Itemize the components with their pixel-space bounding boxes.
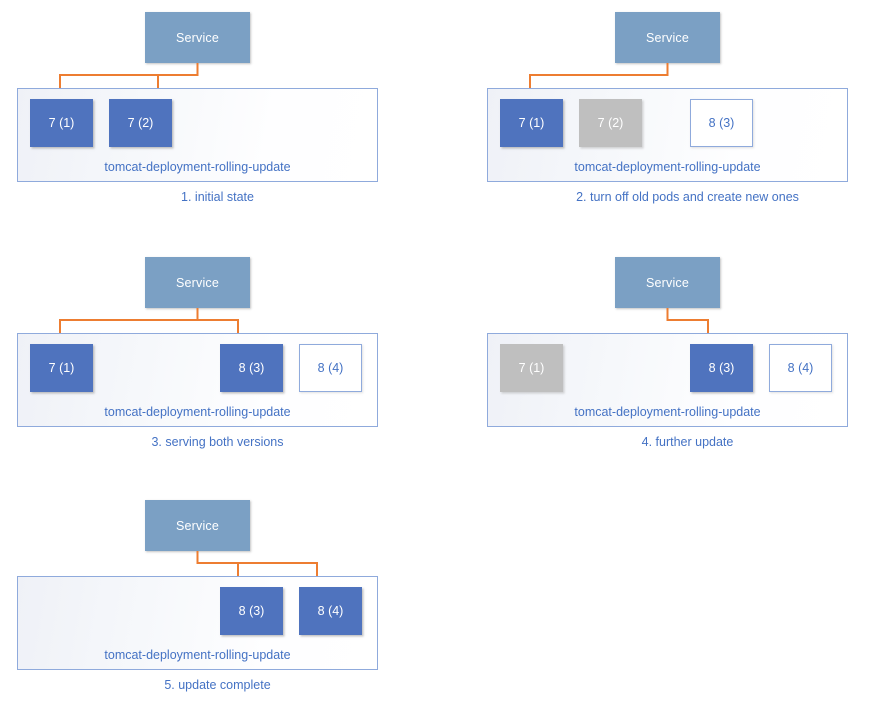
pod-label: 7 (2) bbox=[597, 116, 624, 130]
pod-box[interactable]: 8 (4) bbox=[299, 344, 362, 392]
pod-label: 7 (1) bbox=[48, 116, 75, 130]
pod-row: 7 (1) 7 (2) bbox=[30, 99, 367, 149]
panel-update-complete: Service 8 (3) 8 (4) tomcat-deployment-ro… bbox=[0, 488, 435, 721]
pod-box[interactable]: 7 (1) bbox=[30, 99, 93, 147]
pod-row: 7 (1) 7 (2) 8 (3) bbox=[500, 99, 837, 149]
pod-label: 7 (1) bbox=[518, 116, 545, 130]
pod-label: 8 (3) bbox=[238, 361, 265, 375]
pod-label: 7 (1) bbox=[48, 361, 75, 375]
pod-label: 7 (1) bbox=[518, 361, 545, 375]
pod-row: 8 (3) 8 (4) bbox=[30, 587, 367, 637]
pod-box[interactable]: 7 (1) bbox=[500, 344, 563, 392]
panel-turn-off-old-pods: Service 7 (1) 7 (2) 8 (3) tomcat-deploym… bbox=[470, 0, 870, 233]
panel-caption: 5. update complete bbox=[164, 678, 271, 692]
pod-label: 7 (2) bbox=[127, 116, 154, 130]
pod-label: 8 (3) bbox=[708, 116, 735, 130]
deployment-container[interactable]: 7 (1) 7 (2) tomcat-deployment-rolling-up… bbox=[17, 88, 378, 182]
deployment-name: tomcat-deployment-rolling-update bbox=[104, 160, 291, 174]
service-box[interactable]: Service bbox=[145, 500, 250, 551]
service-box[interactable]: Service bbox=[145, 257, 250, 308]
panel-further-update: Service 7 (1) 8 (3) 8 (4) tomcat-deploym… bbox=[470, 245, 870, 478]
service-box[interactable]: Service bbox=[615, 257, 720, 308]
service-label: Service bbox=[645, 275, 690, 290]
service-label: Service bbox=[645, 30, 690, 45]
pod-box[interactable]: 7 (2) bbox=[579, 99, 642, 147]
panel-initial-state: Service 7 (1) 7 (2) tomcat-deployment-ro… bbox=[0, 0, 435, 233]
pod-row: 7 (1) 8 (3) 8 (4) bbox=[500, 344, 837, 394]
panel-caption: 2. turn off old pods and create new ones bbox=[576, 190, 799, 204]
pod-label: 8 (3) bbox=[708, 361, 735, 375]
service-label: Service bbox=[175, 518, 220, 533]
service-label: Service bbox=[175, 30, 220, 45]
pod-box[interactable]: 8 (3) bbox=[220, 344, 283, 392]
deployment-container[interactable]: 8 (3) 8 (4) tomcat-deployment-rolling-up… bbox=[17, 576, 378, 670]
pod-label: 8 (4) bbox=[317, 604, 344, 618]
deployment-container[interactable]: 7 (1) 8 (3) 8 (4) tomcat-deployment-roll… bbox=[17, 333, 378, 427]
panel-serving-both-versions: Service 7 (1) 8 (3) 8 (4) tomcat-deploym… bbox=[0, 245, 435, 478]
pod-row: 7 (1) 8 (3) 8 (4) bbox=[30, 344, 367, 394]
service-label: Service bbox=[175, 275, 220, 290]
deployment-container[interactable]: 7 (1) 7 (2) 8 (3) tomcat-deployment-roll… bbox=[487, 88, 848, 182]
deployment-name: tomcat-deployment-rolling-update bbox=[104, 648, 291, 662]
pod-label: 8 (4) bbox=[317, 361, 344, 375]
service-box[interactable]: Service bbox=[145, 12, 250, 63]
service-box[interactable]: Service bbox=[615, 12, 720, 63]
pod-box[interactable]: 7 (1) bbox=[500, 99, 563, 147]
pod-box[interactable]: 8 (3) bbox=[690, 99, 753, 147]
pod-box[interactable]: 8 (3) bbox=[690, 344, 753, 392]
deployment-name: tomcat-deployment-rolling-update bbox=[574, 405, 761, 419]
pod-box[interactable]: 7 (2) bbox=[109, 99, 172, 147]
pod-box[interactable]: 8 (4) bbox=[299, 587, 362, 635]
pod-label: 8 (3) bbox=[238, 604, 265, 618]
deployment-name: tomcat-deployment-rolling-update bbox=[104, 405, 291, 419]
pod-label: 8 (4) bbox=[787, 361, 814, 375]
deployment-name: tomcat-deployment-rolling-update bbox=[574, 160, 761, 174]
pod-box[interactable]: 8 (4) bbox=[769, 344, 832, 392]
pod-box[interactable]: 7 (1) bbox=[30, 344, 93, 392]
panel-caption: 3. serving both versions bbox=[151, 435, 284, 449]
panel-caption: 4. further update bbox=[641, 435, 734, 449]
deployment-container[interactable]: 7 (1) 8 (3) 8 (4) tomcat-deployment-roll… bbox=[487, 333, 848, 427]
panel-caption: 1. initial state bbox=[181, 190, 254, 204]
pod-box[interactable]: 8 (3) bbox=[220, 587, 283, 635]
